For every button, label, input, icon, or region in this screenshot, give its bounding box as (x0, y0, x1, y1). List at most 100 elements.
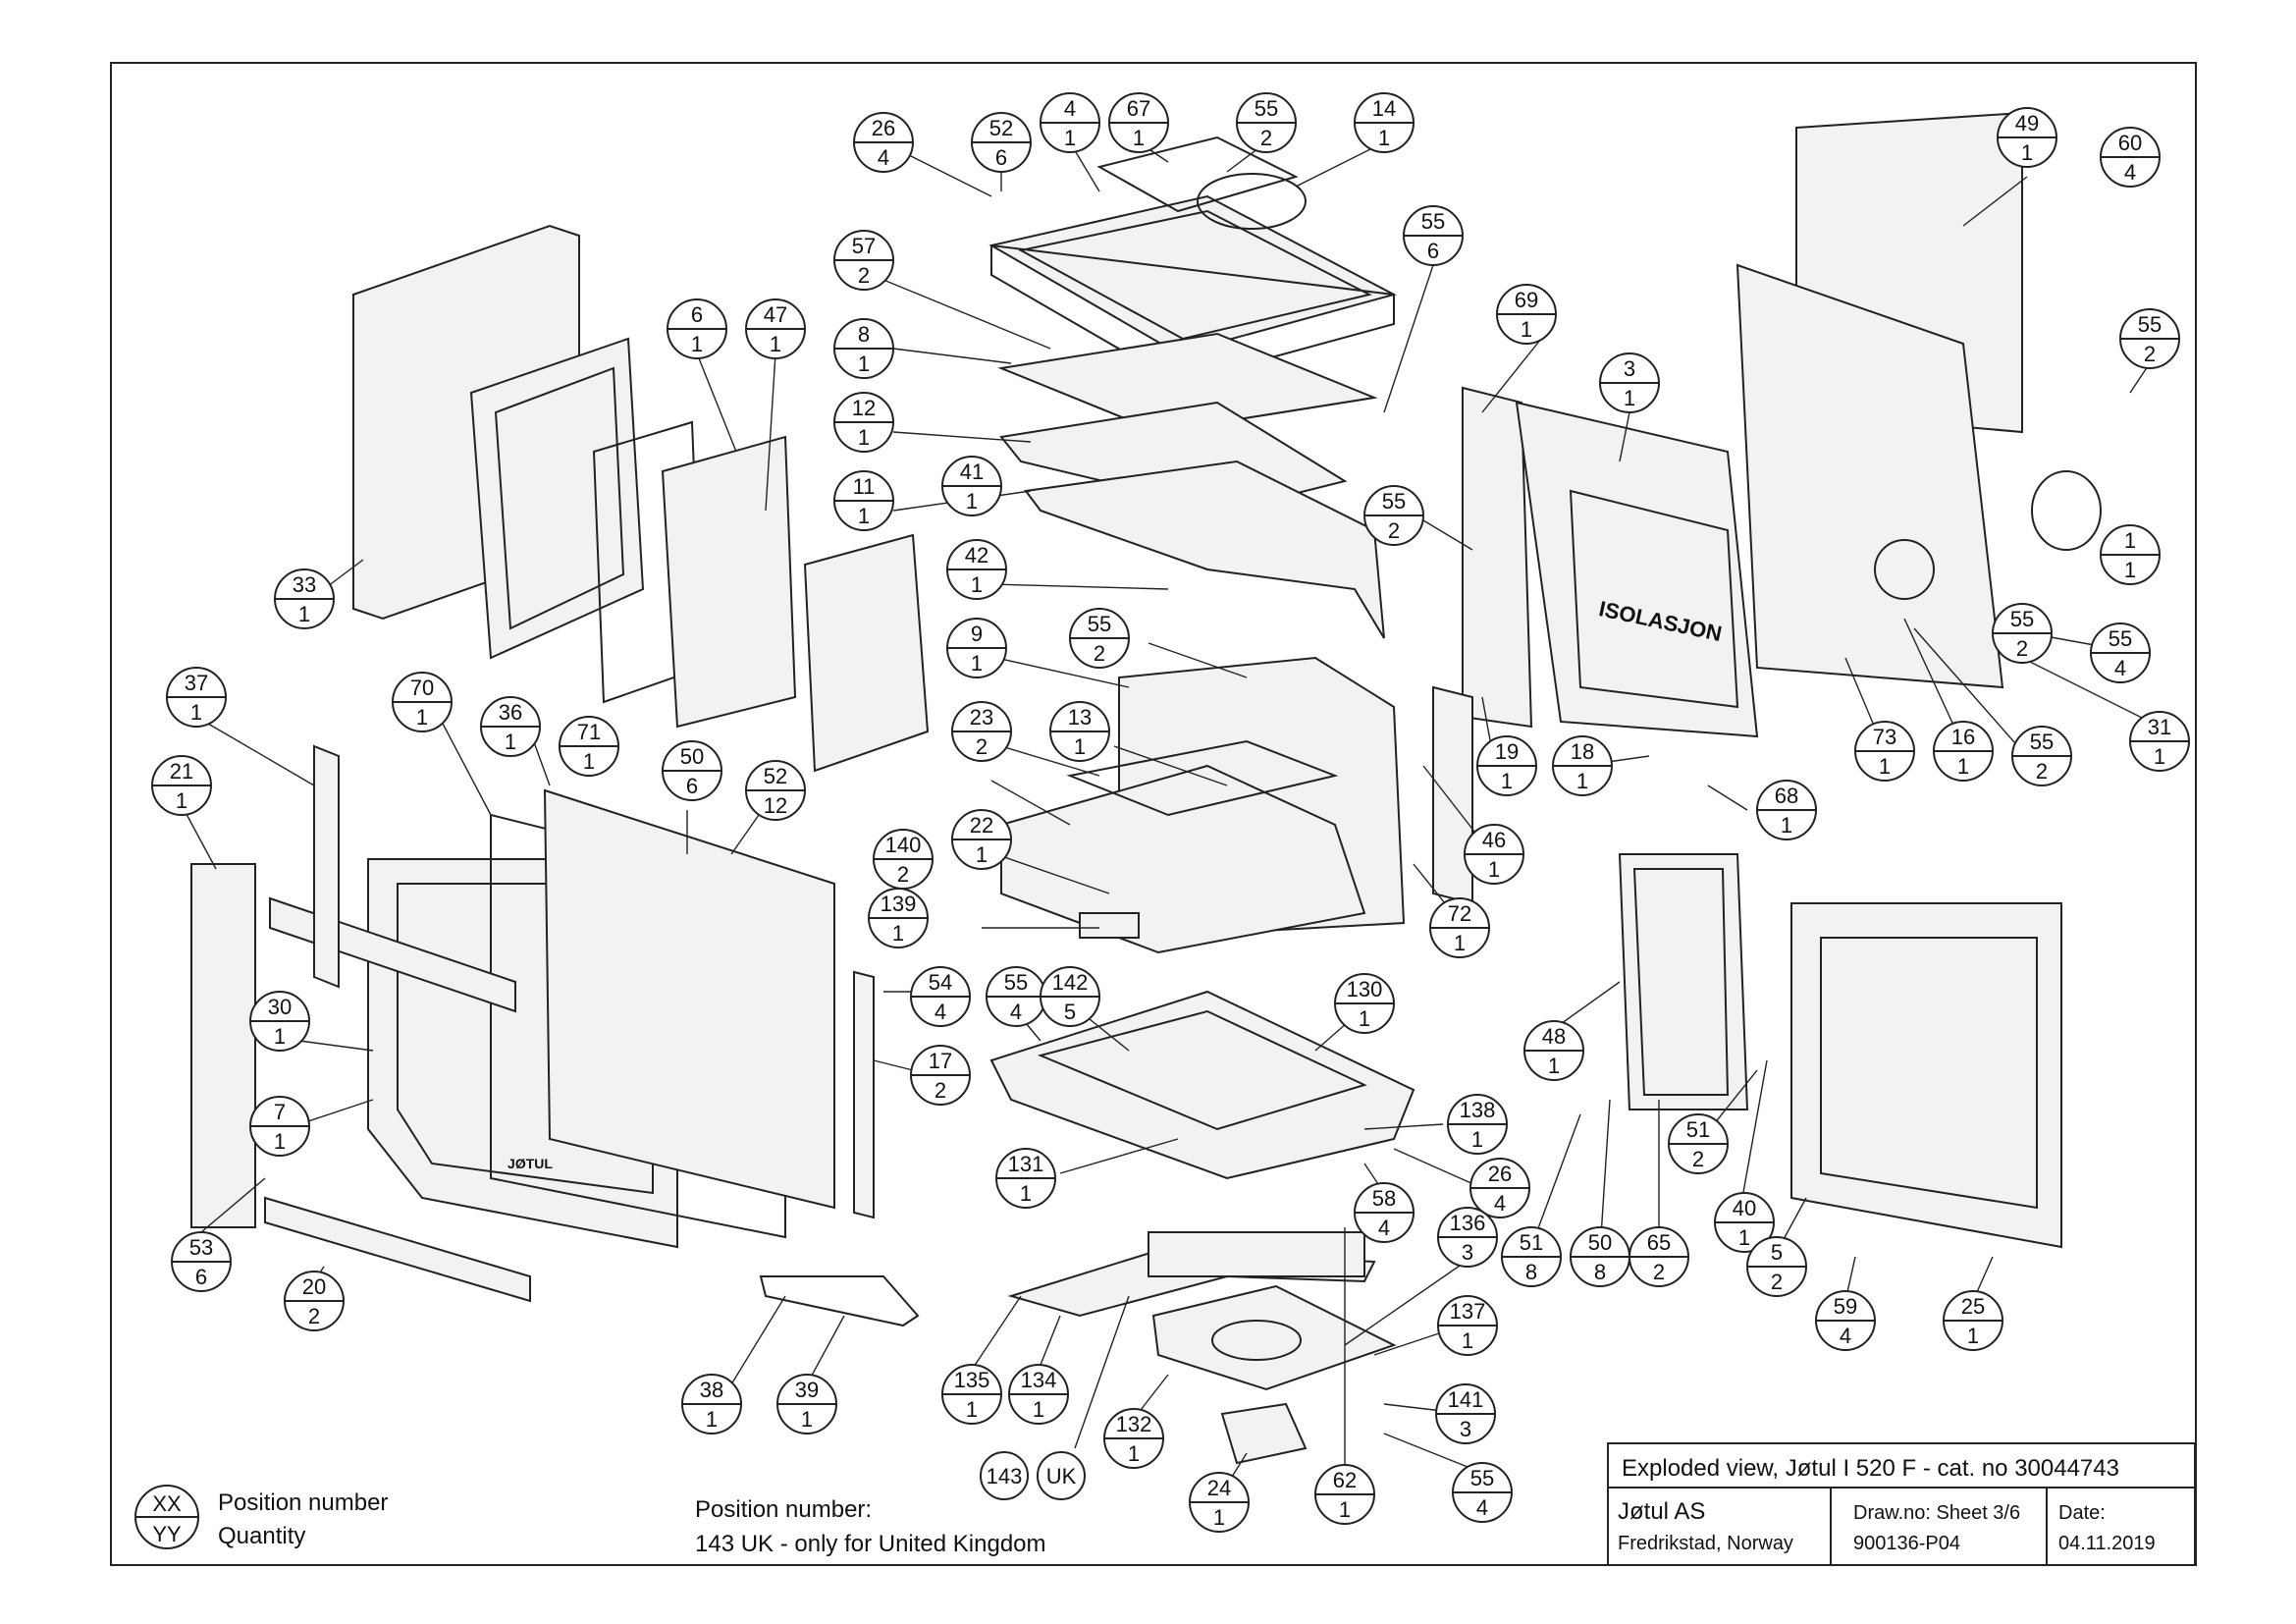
legend-number-symbol: XX (152, 1491, 182, 1516)
balloon-quantity: 1 (1339, 1497, 1351, 1522)
position-balloon: 508 (1570, 1226, 1630, 1287)
balloon-position-number: 33 (293, 572, 316, 597)
position-balloon: 241 (1189, 1472, 1250, 1533)
position-balloon: 131 (1049, 701, 1110, 762)
balloon-position-number: 50 (1588, 1230, 1612, 1255)
uk-balloon-tag: UK (1046, 1464, 1077, 1489)
balloon-quantity: 2 (1771, 1270, 1783, 1294)
balloon-position-number: 9 (971, 622, 983, 646)
balloon-quantity: 2 (308, 1304, 320, 1328)
balloon-position-number: 53 (189, 1235, 213, 1260)
position-balloon: 681 (1756, 780, 1817, 840)
balloon-position-number: 135 (954, 1368, 990, 1392)
balloon-quantity: 1 (691, 332, 703, 356)
balloon-position-number: 47 (764, 302, 787, 327)
balloon-quantity: 1 (583, 749, 595, 774)
balloon-position-number: 52 (989, 116, 1013, 140)
title-block-company: Jøtul AS (1618, 1498, 1705, 1525)
balloon-quantity: 6 (1427, 239, 1439, 263)
balloon-quantity: 1 (1064, 126, 1076, 150)
balloon-quantity: 8 (1525, 1260, 1537, 1284)
balloon-quantity: 1 (706, 1407, 718, 1432)
position-balloon: 594 (1815, 1290, 1876, 1351)
position-balloon: 61 (667, 298, 727, 359)
legend-number-text: Position number (218, 1489, 388, 1516)
position-balloon: 471 (745, 298, 806, 359)
position-balloon: 691 (1496, 284, 1557, 345)
balloon-position-number: 50 (680, 744, 704, 769)
balloon-quantity: 1 (1454, 931, 1466, 955)
balloon-position-number: 5 (1771, 1240, 1783, 1265)
balloon-quantity: 2 (2144, 342, 2156, 366)
part-plate-body (1148, 1231, 1365, 1277)
legend-quantity-symbol: YY (152, 1522, 182, 1546)
position-balloon: 554 (1452, 1462, 1513, 1523)
balloon-quantity: 1 (892, 921, 904, 946)
balloon-quantity: 4 (878, 145, 889, 170)
balloon-position-number: 21 (170, 759, 193, 784)
balloon-position-number: 59 (1834, 1294, 1857, 1319)
balloon-quantity: 8 (1594, 1260, 1606, 1284)
position-balloon: 211 (151, 755, 212, 816)
position-balloon: 301 (249, 991, 310, 1052)
balloon-position-number: 71 (577, 720, 601, 744)
part-top-plate (988, 135, 1397, 385)
balloon-quantity: 2 (934, 1078, 946, 1103)
balloon-quantity: 3 (1460, 1417, 1471, 1441)
title-block-drawno-value: 900136-P04 (1853, 1533, 1960, 1554)
position-balloon: 671 (1108, 92, 1169, 153)
balloon-quantity: 1 (858, 425, 870, 450)
part-frame-left (469, 337, 645, 660)
part-baffle-41 (1024, 460, 1385, 639)
position-balloon: 526 (971, 112, 1032, 173)
position-balloon: 202 (284, 1271, 345, 1331)
part-baffle-8 (997, 332, 1378, 434)
position-balloon: 71 (249, 1096, 310, 1157)
position-balloon: 491 (1997, 107, 2057, 168)
balloon-quantity: 2 (1260, 126, 1272, 150)
position-balloon: 554 (986, 966, 1046, 1027)
balloon-quantity: 1 (1879, 754, 1891, 779)
balloon-quantity: 1 (2021, 140, 2033, 165)
position-balloon: 172 (910, 1045, 971, 1106)
balloon-position-number: 22 (970, 813, 993, 838)
balloon-position-number: 16 (1951, 725, 1975, 749)
balloon-position-number: 134 (1021, 1368, 1057, 1392)
balloon-quantity: 1 (505, 730, 516, 754)
position-balloon: 41 (1040, 92, 1100, 153)
balloon-quantity: 6 (686, 774, 698, 798)
position-balloon: 731 (1854, 721, 1915, 782)
balloon-quantity: 6 (195, 1265, 207, 1289)
part-panel-31 (1735, 263, 2004, 689)
position-balloon: 554 (2090, 623, 2151, 683)
title-block-title: Exploded view, Jøtul I 520 F - cat. no 3… (1622, 1455, 2119, 1482)
balloon-quantity: 4 (934, 1000, 946, 1024)
position-balloon: 371 (166, 667, 227, 728)
position-balloon: 251 (1943, 1290, 2003, 1351)
balloon-position-number: 140 (885, 833, 922, 857)
balloon-quantity: 1 (1471, 1127, 1483, 1152)
balloon-quantity: 2 (897, 862, 909, 887)
balloon-quantity: 4 (2114, 656, 2126, 680)
title-block-drawno-label: Draw.no: Sheet 3/6 (1853, 1502, 2020, 1524)
balloon-position-number: 55 (2109, 626, 2132, 651)
note-line-2: 143 UK - only for United Kingdom (695, 1531, 1046, 1557)
balloon-position-number: 67 (1127, 96, 1150, 121)
position-balloon: 52 (1746, 1236, 1807, 1297)
balloon-position-number: 30 (268, 995, 292, 1019)
balloon-position-number: 26 (872, 116, 895, 140)
part-panel-11 (803, 533, 930, 773)
position-balloon: 391 (776, 1374, 837, 1435)
part-72 (1432, 685, 1473, 905)
balloon-legend: XX YY Position number Quantity (134, 1485, 388, 1549)
position-balloon: 401 (1714, 1192, 1775, 1253)
balloon-position-number: 55 (1255, 96, 1278, 121)
balloon-quantity: 1 (1462, 1328, 1473, 1353)
balloon-position-number: 41 (960, 460, 984, 484)
balloon-position-number: 54 (929, 970, 952, 995)
balloon-quantity: 1 (274, 1129, 286, 1154)
title-block-date-value: 04.11.2019 (2058, 1533, 2156, 1554)
